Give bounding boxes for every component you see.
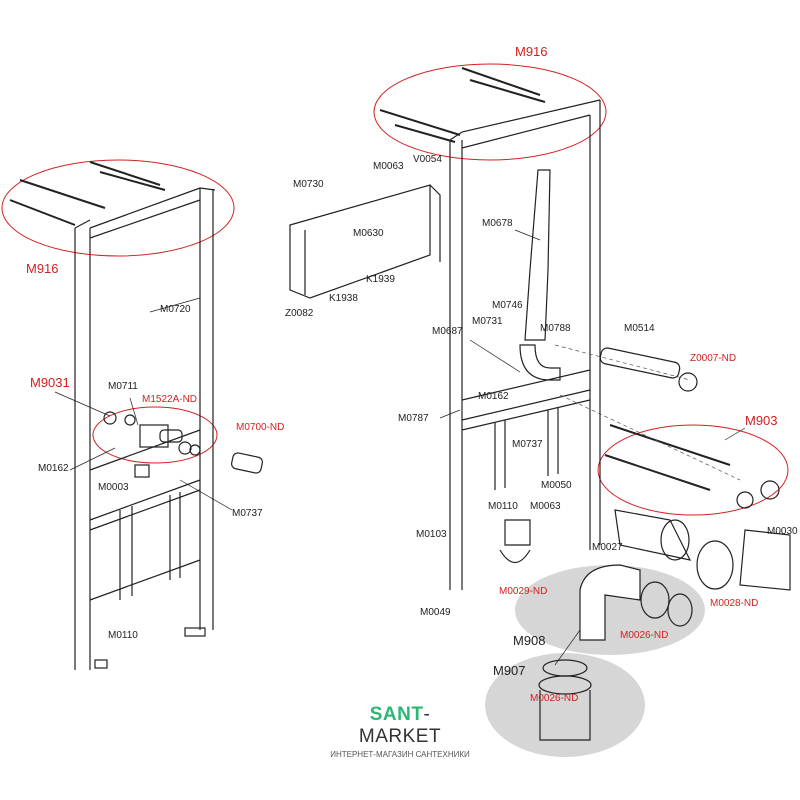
- part-label: M0711: [108, 381, 138, 392]
- logo-part1: SANT: [369, 704, 424, 725]
- sant-market-logo: SANT-MARKET ИНТЕРНЕТ-МАГАЗИН САНТЕХНИКИ: [330, 704, 470, 759]
- m916-left-ellipse: [1, 159, 235, 257]
- part-label: M908: [513, 633, 546, 648]
- part-label: M0027: [592, 542, 623, 553]
- part-label: M0110: [488, 501, 518, 512]
- ring-z0007: [678, 372, 698, 392]
- rods-m903: [604, 424, 731, 491]
- m908-highlight: [515, 565, 705, 655]
- part-label: M0026-ND: [530, 693, 579, 704]
- part-label: M0028-ND: [710, 598, 759, 609]
- m907-highlight: [485, 653, 645, 757]
- part-label: M9031: [30, 375, 70, 390]
- part-label: M0731: [472, 316, 503, 327]
- part-label: M0049: [420, 607, 451, 618]
- part-label: M0720: [160, 304, 191, 315]
- pipe-m0514: [599, 347, 681, 379]
- right-frame: [449, 99, 601, 590]
- part-label: M0700-ND: [236, 422, 285, 433]
- bracket-k1938-k1939: [289, 184, 441, 299]
- left-frame: [74, 187, 216, 670]
- part-label: M0003: [98, 482, 129, 493]
- leader-lines: [54, 229, 746, 666]
- part-label: M907: [493, 663, 526, 678]
- part-label: M0730: [293, 179, 324, 190]
- part-label: K1938: [329, 293, 358, 304]
- logo-part2: -MARKET: [358, 704, 442, 747]
- part-label: M0162: [38, 463, 69, 474]
- part-label: Z0007-ND: [690, 353, 737, 364]
- m9031-ellipse: [92, 406, 218, 464]
- part-label: M0110: [108, 630, 138, 641]
- logo-tagline: ИНТЕРНЕТ-МАГАЗИН САНТЕХНИКИ: [330, 750, 470, 759]
- part-label: M0063: [373, 161, 404, 172]
- part-label: M916: [26, 261, 59, 276]
- part-label: M0788: [540, 323, 571, 334]
- flush-pipe: [524, 169, 551, 341]
- part-label: M0162: [478, 391, 509, 402]
- assembly-dash-lines: [554, 344, 741, 481]
- waste-pipe-assembly: [538, 509, 791, 741]
- part-label: M0737: [512, 439, 543, 450]
- part-label: M0737: [232, 508, 263, 519]
- clamp-m0029: [499, 519, 531, 564]
- part-label: M0063: [530, 501, 561, 512]
- cap-m903: [760, 480, 780, 500]
- part-label: M0746: [492, 300, 523, 311]
- left-anchors: [9, 161, 166, 226]
- part-label: K1939: [366, 274, 395, 285]
- part-label: M0687: [432, 326, 463, 337]
- part-label: M0678: [482, 218, 513, 229]
- part-label: M0630: [353, 228, 384, 239]
- part-label: M903: [745, 413, 778, 428]
- part-label: M0029-ND: [499, 586, 548, 597]
- part-label: M1522A-ND: [142, 394, 198, 405]
- part-label: M0030: [767, 526, 798, 537]
- m903-ellipse: [597, 424, 789, 516]
- part-label: M0514: [624, 323, 655, 334]
- part-label: M916: [515, 44, 548, 59]
- m916-right-ellipse: [373, 63, 607, 161]
- logo-brand: SANT-MARKET: [330, 704, 470, 748]
- part-label: M0050: [541, 480, 572, 491]
- part-label: Z0082: [285, 308, 314, 319]
- right-anchors: [379, 67, 546, 143]
- left-fittings: [103, 411, 264, 478]
- elbow-m0788: [519, 344, 561, 381]
- part-label: V0054: [413, 154, 442, 165]
- part-label: M0026-ND: [620, 630, 669, 641]
- part-label: M0103: [416, 529, 447, 540]
- part-label: M0787: [398, 413, 429, 424]
